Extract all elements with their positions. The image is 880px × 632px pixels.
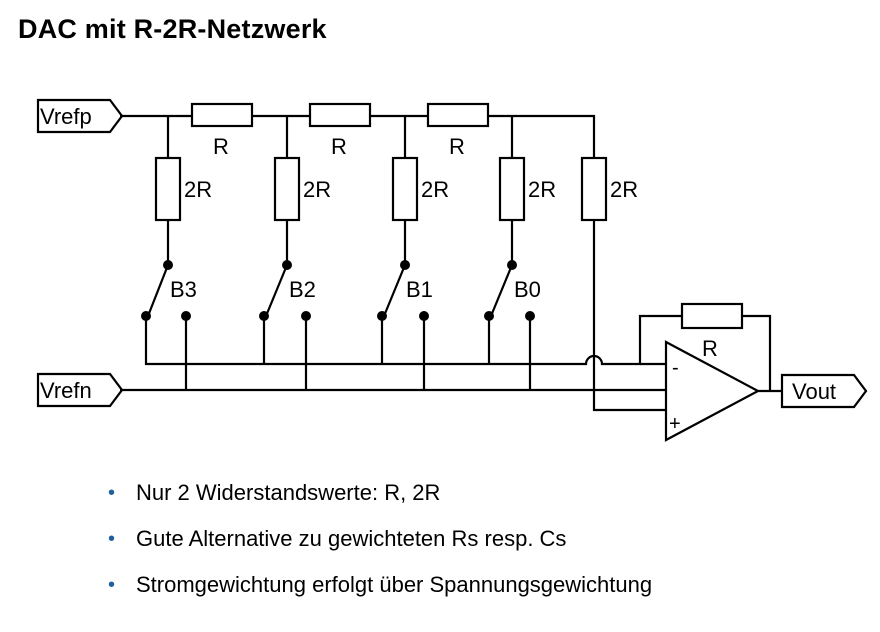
switch-contact-dot bbox=[301, 311, 311, 321]
series-resistor-1 bbox=[190, 102, 254, 128]
feedback-resistor bbox=[680, 302, 744, 330]
page-title: DAC mit R-2R-Netzwerk bbox=[18, 14, 327, 44]
shunt-resistor-4 bbox=[498, 156, 526, 222]
switch-pivot-dot bbox=[400, 260, 410, 270]
shunt-resistor-5 bbox=[580, 156, 608, 222]
vrefp-port bbox=[36, 98, 124, 134]
bullet-item: • Nur 2 Widerstandswerte: R, 2R bbox=[108, 478, 652, 524]
opamp-minus-label: - bbox=[672, 357, 679, 379]
vrefn-label: Vrefn bbox=[40, 378, 92, 403]
opamp-plus-label: + bbox=[669, 413, 681, 435]
bullet-text: Nur 2 Widerstandswerte: R, 2R bbox=[136, 480, 441, 505]
bullet-dot-icon: • bbox=[108, 482, 116, 504]
switch-contact-dot bbox=[259, 311, 269, 321]
series-resistor-2-label: R bbox=[331, 134, 347, 159]
switch-b3-label: B3 bbox=[170, 277, 197, 302]
switch-contact-dot bbox=[141, 311, 151, 321]
vrefn-port bbox=[36, 372, 124, 408]
switch-contact-dot bbox=[484, 311, 494, 321]
switch-levers bbox=[146, 264, 514, 317]
vout-label: Vout bbox=[792, 379, 836, 404]
shunt-resistor-3-label: 2R bbox=[421, 177, 449, 202]
switch-contact-dot bbox=[419, 311, 429, 321]
series-resistor-2 bbox=[308, 102, 372, 128]
switch-b0-label: B0 bbox=[514, 277, 541, 302]
shunt-resistor-3 bbox=[391, 156, 419, 222]
shunt-resistor-5-label: 2R bbox=[610, 177, 638, 202]
opamp-triangle bbox=[664, 340, 761, 442]
bullet-item: • Gute Alternative zu gewichteten Rs resp… bbox=[108, 524, 652, 570]
bullet-text: Stromgewichtung erfolgt über Spannungsge… bbox=[136, 572, 653, 597]
bullet-text: Gute Alternative zu gewichteten Rs resp.… bbox=[136, 526, 567, 551]
bullet-list: • Nur 2 Widerstandswerte: R, 2R • Gute Alt… bbox=[108, 478, 652, 616]
summing-bus-wire bbox=[144, 314, 772, 390]
switch-pivot-dot bbox=[163, 260, 173, 270]
vout-port bbox=[780, 373, 868, 409]
switch-contact-dot bbox=[525, 311, 535, 321]
shunt-resistor-4-label: 2R bbox=[528, 177, 556, 202]
shunt-resistor-2-label: 2R bbox=[303, 177, 331, 202]
feedback-resistor-label: R bbox=[702, 336, 718, 361]
bullet-item: • Stromgewichtung erfolgt über Spannungsg… bbox=[108, 570, 652, 616]
series-resistor-3-label: R bbox=[449, 134, 465, 159]
switch-b2-label: B2 bbox=[289, 277, 316, 302]
switch-pivot-dot bbox=[282, 260, 292, 270]
shunt-wires bbox=[166, 116, 666, 412]
shunt-resistor-2 bbox=[273, 156, 301, 222]
bullet-dot-icon: • bbox=[108, 528, 116, 550]
switch-b1-label: B1 bbox=[406, 277, 433, 302]
bullet-dot-icon: • bbox=[108, 574, 116, 596]
r2r-dac-schematic: Vrefp Vrefn Vout R R R 2R 2R 2R 2R 2R B3… bbox=[36, 98, 868, 442]
top-rail-wire bbox=[120, 114, 596, 158]
switch-pivot-dot bbox=[507, 260, 517, 270]
vrefp-label: Vrefp bbox=[40, 104, 92, 129]
series-resistor-1-label: R bbox=[213, 134, 229, 159]
switch-drop-wires bbox=[262, 316, 491, 364]
switch-contact-dot bbox=[181, 311, 191, 321]
vrefn-rail-wire bbox=[120, 316, 666, 392]
switch-contact-dot bbox=[377, 311, 387, 321]
shunt-resistor-1 bbox=[154, 156, 182, 222]
series-resistor-3 bbox=[426, 102, 490, 128]
shunt-resistor-1-label: 2R bbox=[184, 177, 212, 202]
